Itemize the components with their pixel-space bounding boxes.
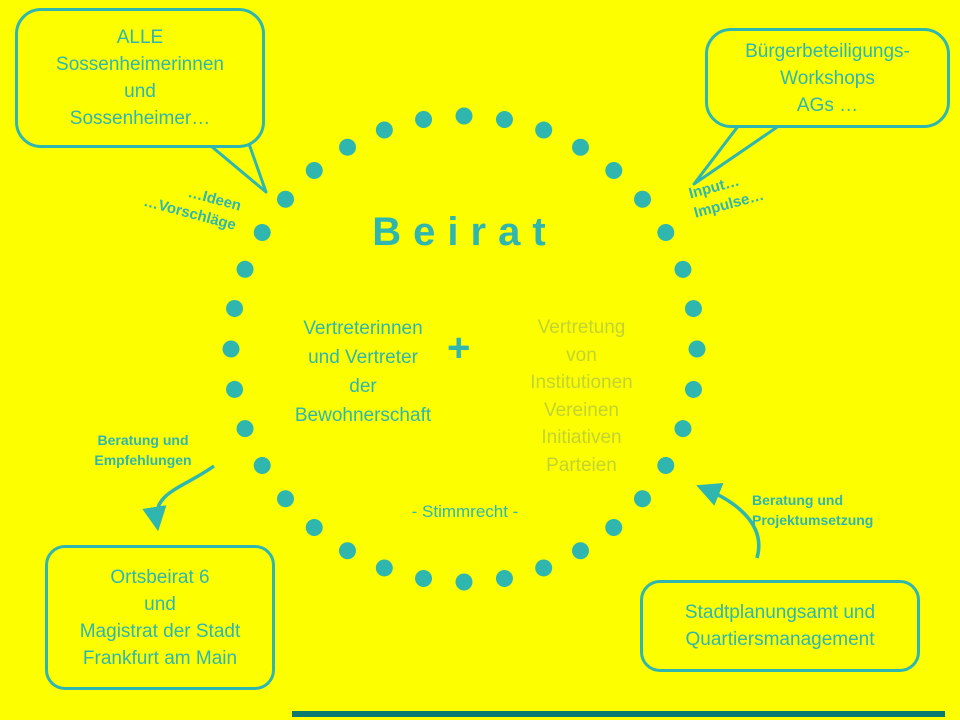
box-line: und [144,593,176,615]
bubble-line: Sossenheimer… [69,108,211,129]
box-line: Ortsbeirat 6 [110,566,210,588]
institutions-representation-text: Vertretung von Institutionen Vereinen In… [494,314,669,479]
right-group-line: Vertretung [537,317,626,338]
plus-sign: + [447,326,471,370]
label-beratung-empfehlungen: Beratung und Empfehlungen [84,430,202,470]
right-curved-arrow [696,483,761,559]
bottom-divider-bar [292,711,945,717]
right-group-line: Institutionen [530,372,633,393]
left-group-line: und Vertreter [308,347,418,368]
label-line: Beratung und [752,492,843,508]
label-ideen-vorschlaege: …Ideen …Vorschläge [125,168,244,236]
box-stadtplanungsamt: Stadtplanungsamt und Quartiersmanagement [640,580,920,672]
right-group-line: Parteien [546,454,617,476]
bubble-line: Bürgerbeteiligungs- [745,40,910,62]
right-group-line: Initiativen [541,427,622,448]
residents-representatives-text: Vertreterinnen und Vertreter der Bewohne… [268,314,458,430]
box-line: Stadtplanungsamt und [684,602,876,623]
label-beratung-projektumsetzung: Beratung und Projektumsetzung [752,490,907,530]
left-group-line: Vertreterinnen [303,318,423,339]
label-input-impulse: Input… Impulse… [687,156,804,223]
box-line: Magistrat der Stadt [79,620,241,642]
bubble-line: und [124,81,156,102]
label-line: Empfehlungen [94,452,192,468]
bubble-line: ALLE [116,27,164,48]
speech-bubble-workshops: Bürgerbeteiligungs- Workshops AGs … [705,28,950,128]
label-line: Projektumsetzung [752,512,874,528]
circle-title: Beirat [372,210,558,254]
left-group-line: Bewohnerschaft [294,405,432,426]
left-group-line: der [349,376,377,397]
bubble-line: Workshops [780,67,875,89]
voting-right-note: - Stimmrecht - [411,502,519,521]
left-curved-arrow [142,464,216,532]
right-group-line: von [566,344,597,366]
bubble-line: AGs … [796,94,859,116]
box-ortsbeirat-magistrat: Ortsbeirat 6 und Magistrat der Stadt Fra… [45,545,275,690]
box-line: Quartiersmanagement [685,629,875,650]
label-line: Beratung und [97,432,189,448]
speech-bubble-citizens: ALLE Sossenheimerinnen und Sossenheimer… [15,8,265,148]
box-line: Frankfurt am Main [82,647,238,669]
right-group-line: Vereinen [543,399,619,421]
bubble-line: Sossenheimerinnen [56,54,224,75]
top-left-bubble-tail [204,139,268,194]
